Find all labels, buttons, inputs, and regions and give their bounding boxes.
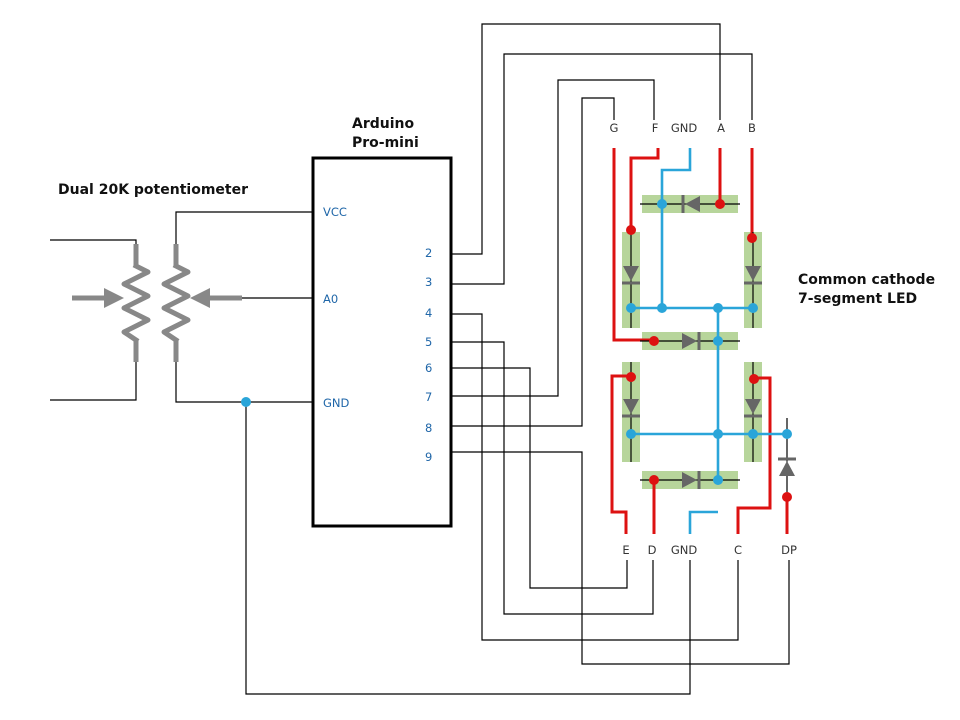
pin-8-label: 8 (425, 421, 432, 435)
signal-wires (241, 23, 790, 695)
cathode-dot-a (657, 199, 667, 209)
pin-2-label: 2 (425, 246, 432, 260)
cathode-wire-bottom (688, 510, 718, 534)
arduino-body (311, 156, 453, 528)
dual-potentiometer: Dual 20K potentiometer (50, 182, 313, 403)
led-title-1: Common cathode (798, 272, 935, 288)
wire-pin8-g (451, 97, 615, 427)
wire-pin2-a (451, 23, 721, 255)
wire-ground (245, 402, 691, 695)
pin-a0-label: A0 (323, 292, 338, 306)
wiper-arrow-left (104, 288, 124, 308)
cathode-dot-b (748, 303, 758, 313)
cathode-dot-dp (782, 429, 792, 439)
cathode-dot-upper-left (657, 303, 667, 313)
pin-vcc-label: VCC (323, 205, 347, 219)
wire-pin5-d (451, 341, 654, 615)
led-pin-gnd-bottom: GND (671, 543, 698, 557)
anode-wire-e (610, 374, 631, 534)
led-title-2: 7-segment LED (798, 291, 917, 307)
anode-wire-g (612, 148, 654, 342)
wire-pin9-dp (451, 451, 790, 665)
ground-junction-dot (241, 397, 251, 407)
resistor-left (121, 262, 151, 344)
anode-dot-e (626, 372, 636, 382)
cathode-dot-lower-mid (713, 429, 723, 439)
pin-7-label: 7 (425, 390, 432, 404)
led-pin-gnd-top: GND (671, 121, 698, 135)
pin-6-label: 6 (425, 361, 432, 375)
cathode-dot-d (713, 475, 723, 485)
pin-3-label: 3 (425, 275, 432, 289)
led-pin-dp-bottom: DP (781, 543, 797, 557)
anode-dot-a (715, 199, 725, 209)
anode-wire-f (629, 148, 660, 230)
wire-pin4-c (451, 313, 739, 641)
resistor-right (161, 262, 191, 344)
cathode-dot-e (626, 429, 636, 439)
anode-dot-f (626, 225, 636, 235)
wire-pin3-b (451, 53, 753, 285)
anode-dot-g (649, 336, 659, 346)
seven-segment-led: Common cathode 7-segment LED G F GND A B… (610, 121, 936, 557)
pin-9-label: 9 (425, 450, 432, 464)
arduino-title-2: Pro-mini (352, 135, 419, 151)
cathode-dot-g (713, 336, 723, 346)
anode-dot-dp (782, 492, 792, 502)
led-pin-c-bottom: C (734, 543, 742, 557)
pin-gnd-label: GND (323, 396, 350, 410)
cathode-dot-c (748, 429, 758, 439)
potentiometer-label: Dual 20K potentiometer (58, 182, 248, 198)
anode-wire-c (736, 376, 772, 534)
arduino-title-1: Arduino (352, 116, 414, 132)
led-pin-f-top: F (652, 121, 659, 135)
led-pin-d-bottom: D (648, 543, 657, 557)
arduino-pro-mini: Arduino Pro-mini VCC A0 GND 2 3 4 5 6 7 … (311, 116, 453, 528)
cathode-wire-top (660, 148, 692, 308)
anode-dot-b (747, 233, 757, 243)
led-pin-b-top: B (748, 121, 756, 135)
pin-5-label: 5 (425, 335, 432, 349)
led-pin-g-top: G (610, 121, 619, 135)
wiper-arrow-right (190, 288, 210, 308)
wire-pin7-f (451, 79, 655, 397)
led-pin-e-bottom: E (622, 543, 629, 557)
anode-dot-c (749, 374, 759, 384)
led-pin-a-top: A (717, 121, 725, 135)
cathode-dot-upper-mid (713, 303, 723, 313)
cathode-dot-f (626, 303, 636, 313)
wire-pin6-e (451, 367, 628, 589)
anode-dot-d (649, 475, 659, 485)
pin-4-label: 4 (425, 306, 432, 320)
